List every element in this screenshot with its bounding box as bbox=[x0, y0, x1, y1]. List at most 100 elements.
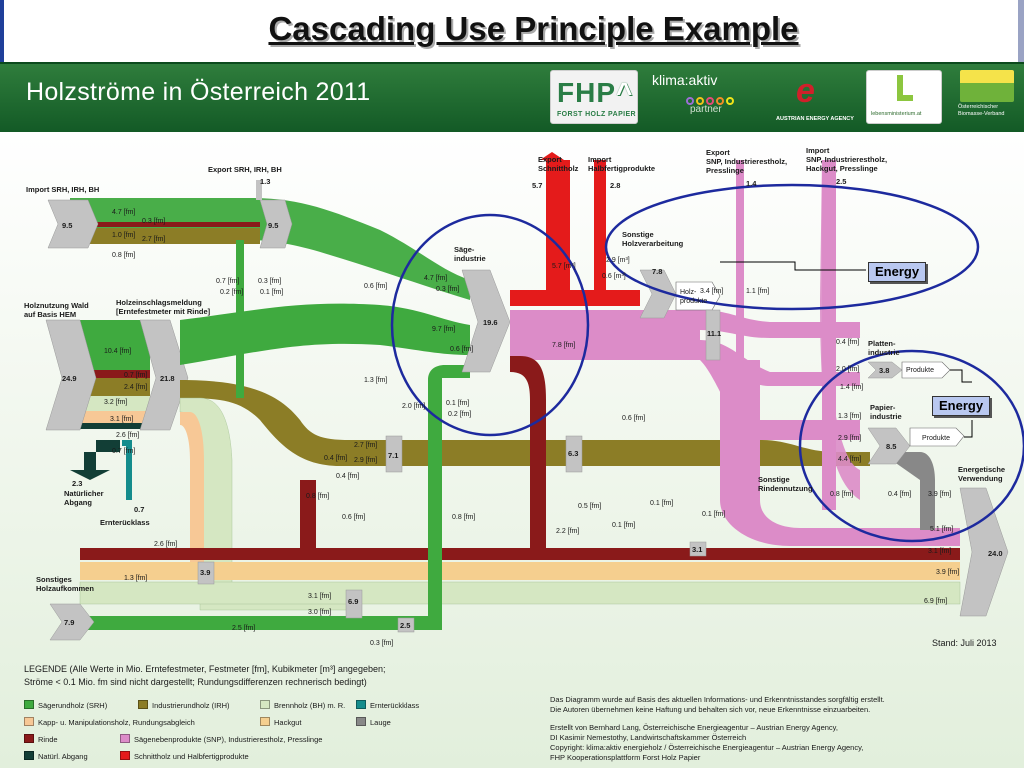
platten-produkte-label: Produkte bbox=[906, 367, 934, 374]
import-value: 9.5 bbox=[62, 221, 72, 230]
legend-item: Hackgut bbox=[260, 717, 302, 729]
import-flow-band bbox=[47, 198, 470, 300]
node-3-9 bbox=[197, 561, 215, 585]
node-6-3-value: 6.3 bbox=[568, 449, 578, 458]
legend-label: Sägenebenprodukte (SNP), Industrierestho… bbox=[134, 735, 323, 744]
papier-produkte-label: Produkte bbox=[922, 435, 950, 442]
flow-label: 2.0 [fm] bbox=[836, 366, 859, 373]
energy-agency-name: AUSTRIAN ENERGY AGENCY bbox=[776, 116, 854, 122]
sonstiges-value: 7.9 bbox=[64, 618, 74, 627]
node-6-3 bbox=[565, 435, 583, 473]
legend-item: Sägerundholz (SRH) bbox=[24, 700, 107, 712]
landscape-icon bbox=[960, 70, 1014, 102]
sonstige-hv-value: 7.8 bbox=[652, 267, 662, 276]
energy-connector-lines bbox=[720, 261, 973, 438]
flow-label: 0.6 [fm] bbox=[342, 514, 365, 521]
flow-label: 0.3 [fm] bbox=[258, 278, 281, 285]
export-schnittholz-band bbox=[546, 160, 570, 300]
fhp-wordmark: FHP^ bbox=[557, 77, 634, 108]
legend-swatch bbox=[120, 734, 130, 743]
import-halb-label-2: Halbfertigprodukte bbox=[588, 164, 655, 173]
flow-label: 3.9 [fm] bbox=[928, 491, 951, 498]
flow-label: 3.9 [fm] bbox=[936, 569, 959, 576]
export-srh-band bbox=[256, 180, 262, 200]
flow-label: 2.7 [fm] bbox=[142, 236, 165, 243]
klimaaktiv-logo: klima:aktiv partner bbox=[650, 70, 750, 124]
schnittholz-band bbox=[510, 290, 640, 306]
flow-label: 2.4 [fm] bbox=[124, 384, 147, 391]
brennholz-bottom-band bbox=[79, 581, 961, 605]
legend-item: Schnittholz und Halbfertigprodukte bbox=[120, 751, 249, 763]
legend-label: Natürl. Abgang bbox=[38, 752, 88, 761]
srh-main-flow bbox=[180, 303, 470, 365]
papier-value: 8.5 bbox=[886, 442, 896, 451]
flow-label: 2.6 [fm] bbox=[116, 432, 139, 439]
natuerlich-label-2: Abgang bbox=[64, 498, 92, 507]
legend-swatch bbox=[138, 700, 148, 709]
platten-produkte-box bbox=[901, 361, 951, 379]
legend-swatch bbox=[356, 700, 366, 709]
export-srh-value: 1.3 bbox=[260, 177, 270, 186]
legend-item: Sägenebenprodukte (SNP), Industrierestho… bbox=[120, 734, 322, 746]
energetische-value: 24.0 bbox=[988, 549, 1003, 558]
flow-label: 1.3 [fm] bbox=[364, 377, 387, 384]
import-mid-value: 9.5 bbox=[268, 221, 278, 230]
energy-agency-logo: e AUSTRIAN ENERGY AGENCY bbox=[772, 70, 854, 124]
holznutzung-trunk bbox=[45, 319, 189, 431]
credits-line: Copyright: klima:aktiv energieholz / Öst… bbox=[550, 743, 864, 752]
klimaaktiv-partner: partner bbox=[690, 104, 722, 115]
flow-label: 1.3 [fm] bbox=[838, 413, 861, 420]
flow-label: 0.1 [fm] bbox=[446, 400, 469, 407]
flow-label: 0.3 [fm] bbox=[370, 640, 393, 647]
flow-label: 3.4 [fm] bbox=[700, 288, 723, 295]
legend-label: Ernterückklass bbox=[370, 701, 420, 710]
highlight-circle-holzprodukte bbox=[604, 183, 980, 311]
flow-label: 0.4 [fm] bbox=[836, 339, 859, 346]
export-schnitt-label-2: Schnittholz bbox=[538, 164, 579, 173]
export-srh-riser bbox=[236, 240, 244, 398]
flow-label: 5.7 [m³] bbox=[552, 263, 576, 270]
import-label: Import SRH, IRH, BH bbox=[26, 185, 99, 194]
highlight-circle-energie bbox=[798, 349, 1024, 543]
import-halb-value: 2.8 bbox=[610, 181, 620, 190]
flow-label: 1.3 [fm] bbox=[124, 575, 147, 582]
sonstiges-label-2: Holzaufkommen bbox=[36, 584, 94, 593]
node-11-1-value: 11.1 bbox=[707, 329, 721, 338]
platten-node bbox=[867, 361, 903, 379]
papier-produkte-box bbox=[909, 427, 965, 447]
ernterueck-label: Ernterücklass bbox=[100, 518, 150, 527]
export-snp-label-1: Export bbox=[706, 148, 730, 157]
legend-swatch bbox=[24, 700, 34, 709]
saegeindustrie-node bbox=[461, 269, 511, 373]
flow-label: 3.1 [fm] bbox=[308, 593, 331, 600]
biomasseverband-logo: Österreichischer Biomasse-Verband bbox=[956, 70, 1018, 124]
saege-label-1: Säge- bbox=[454, 245, 475, 254]
holzeinschlag-label-1: Holzeinschlagsmeldung bbox=[116, 298, 202, 307]
credits-line: Die Autoren übernehmen keine Haftung und… bbox=[550, 705, 871, 714]
biomasseverband-name: Österreichischer Biomasse-Verband bbox=[958, 104, 1005, 117]
flow-label: 3.1 [fm] bbox=[110, 416, 133, 423]
flow-label: 0.4 [fm] bbox=[336, 473, 359, 480]
flow-label: 0.1 [fm] bbox=[260, 289, 283, 296]
flow-label: 0.6 [fm] bbox=[364, 283, 387, 290]
flow-label: 2.7 [fm] bbox=[354, 442, 377, 449]
saege-label-2: industrie bbox=[454, 254, 486, 263]
node-11-1 bbox=[705, 309, 721, 361]
flow-label: 0.7 [fm] bbox=[124, 372, 147, 379]
export-snp-label-2: SNP, Industrierestholz, bbox=[706, 157, 787, 166]
natural-loss-arrow-icon bbox=[70, 470, 110, 480]
legend-item: Brennholz (BH) m. R. bbox=[260, 700, 345, 712]
flow-label: 3.2 [fm] bbox=[104, 399, 127, 406]
node-6-9-value: 6.9 bbox=[348, 597, 358, 606]
legend-swatch bbox=[260, 717, 270, 726]
legend-swatch bbox=[356, 717, 366, 726]
export-snp-value: 1.4 bbox=[746, 179, 757, 188]
kapp-flow bbox=[180, 412, 204, 568]
holznutzung-value: 24.9 bbox=[62, 374, 77, 383]
saege-value: 19.6 bbox=[483, 318, 498, 327]
import-snp-curve bbox=[820, 160, 860, 500]
rindennutzung-label-2: Rindennutzung bbox=[758, 484, 813, 493]
flow-label: 4.4 [fm] bbox=[838, 456, 861, 463]
legend-item: Ernterückklass bbox=[356, 700, 419, 712]
flow-label: 0.4 [fm] bbox=[324, 455, 347, 462]
